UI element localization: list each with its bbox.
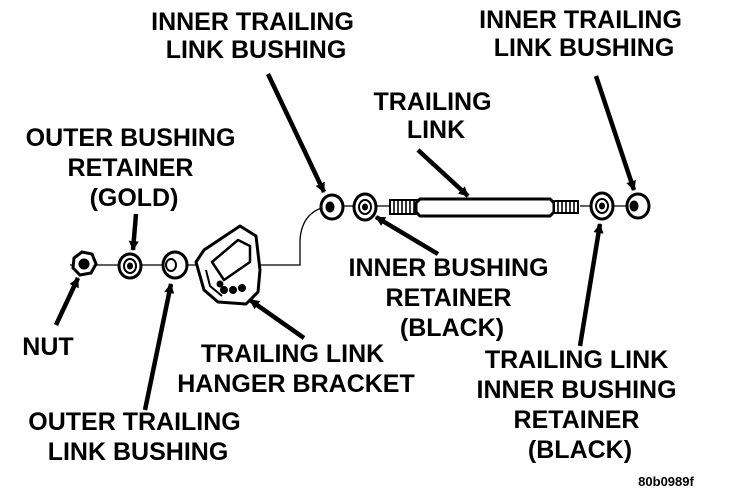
nut-part: [71, 250, 98, 277]
inner-bushing-left-part: [319, 193, 345, 221]
label-inner-bushing-left: INNER TRAILING LINK BUSHING: [151, 8, 361, 64]
inner-bushing-right-part: [625, 192, 651, 220]
trailing-link-rod: [389, 197, 579, 218]
label-inner-bushing-retainer: INNER BUSHING RETAINER (BLACK): [349, 254, 556, 342]
arrow-tl-inner-retainer: [577, 223, 604, 347]
hanger-bracket-part: [194, 224, 262, 306]
arrow-hanger-bracket: [248, 298, 306, 340]
outer-bushing-retainer-part: [117, 252, 143, 280]
label-nut: NUT: [22, 333, 73, 361]
arrow-inner-bushing-right: [593, 75, 637, 191]
arrow-outer-retainer: [128, 213, 139, 251]
trailing-link-inner-bushing-retainer-part: [589, 191, 615, 221]
arrow-nut: [53, 277, 81, 326]
arrow-inner-retainer: [374, 215, 440, 256]
leader-arrows: [53, 73, 637, 411]
label-hanger-bracket: TRAILING LINK HANGER BRACKET: [177, 340, 415, 398]
label-tl-inner-bushing-retainer: TRAILING LINK INNER BUSHING RETAINER (BL…: [477, 346, 684, 464]
arrow-inner-bushing-left: [265, 73, 327, 193]
label-trailing-link: TRAILING LINK: [374, 88, 499, 144]
figure-code: 80b0989f: [638, 474, 694, 489]
inner-bushing-retainer-part: [352, 192, 378, 222]
label-inner-bushing-right: INNER TRAILING LINK BUSHING: [479, 6, 689, 62]
label-outer-bushing-retainer: OUTER BUSHING RETAINER (GOLD): [26, 124, 243, 212]
arrow-trailing-link: [416, 148, 470, 198]
outer-trailing-link-bushing-part: [161, 250, 189, 280]
arrow-outer-bushing: [142, 283, 175, 411]
label-outer-trailing-link-bushing: OUTER TRAILING LINK BUSHING: [28, 408, 247, 466]
